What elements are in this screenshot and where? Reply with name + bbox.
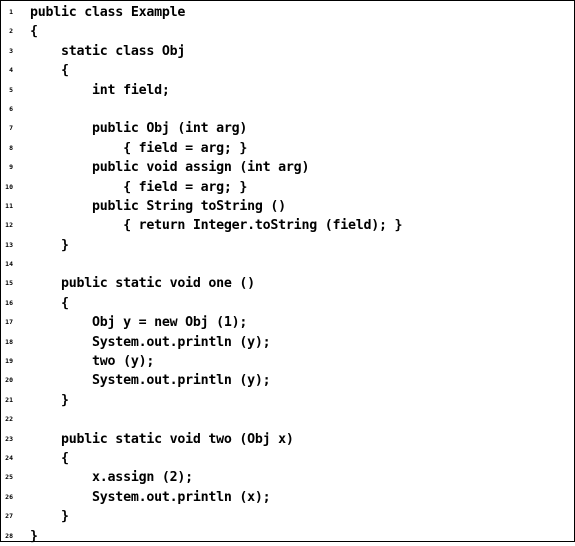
code-line: 3 static class Obj: [1, 42, 574, 61]
code-line: 10 { field = arg; }: [1, 178, 574, 197]
code-text: { field = arg; }: [30, 140, 248, 156]
code-text: System.out.println (x);: [30, 489, 271, 505]
code-line: 6: [1, 100, 574, 119]
code-line: 20 System.out.println (y);: [1, 371, 574, 390]
code-text: System.out.println (y);: [30, 334, 271, 350]
line-number: 8: [9, 143, 13, 152]
line-number: 2: [9, 27, 13, 36]
line-number: 13: [5, 240, 13, 249]
code-text: two (y);: [30, 354, 155, 370]
code-text: { field = arg; }: [30, 179, 248, 195]
code-line: 22: [1, 410, 574, 429]
code-line: 4 {: [1, 61, 574, 80]
line-number: 7: [9, 124, 13, 133]
line-number: 21: [5, 395, 13, 404]
code-line: 8 { field = arg; }: [1, 139, 574, 158]
code-text: }: [30, 528, 38, 544]
code-text: {: [30, 295, 69, 311]
line-number: 6: [9, 104, 13, 113]
code-text: static class Obj: [30, 43, 186, 59]
code-line: 19 two (y);: [1, 352, 574, 371]
line-number: 18: [5, 337, 13, 346]
line-number: 4: [9, 66, 13, 75]
code-text: { return Integer.toString (field); }: [30, 218, 403, 234]
code-text: }: [30, 509, 69, 525]
code-text: public String toString (): [30, 198, 286, 214]
code-text: {: [30, 450, 69, 466]
code-line: 9 public void assign (int arg): [1, 158, 574, 177]
line-number: 20: [5, 376, 13, 385]
code-line: 21 }: [1, 391, 574, 410]
code-line: 15 public static void one (): [1, 274, 574, 293]
code-line: 1 public class Example: [1, 3, 574, 22]
code-line: 7 public Obj (int arg): [1, 119, 574, 138]
code-text: x.assign (2);: [30, 470, 193, 486]
code-text: public Obj (int arg): [30, 121, 248, 137]
line-number: 25: [5, 473, 13, 482]
code-text: System.out.println (y);: [30, 373, 271, 389]
code-line: 27 }: [1, 507, 574, 526]
code-line: 11 public String toString (): [1, 197, 574, 216]
code-line: 25 x.assign (2);: [1, 468, 574, 487]
code-line: 28}: [1, 527, 574, 546]
code-line: 18 System.out.println (y);: [1, 333, 574, 352]
code-line: 23 public static void two (Obj x): [1, 430, 574, 449]
code-text: }: [30, 392, 69, 408]
code-text: public static void one (): [30, 276, 255, 292]
code-line: 2{: [1, 22, 574, 41]
code-text: public void assign (int arg): [30, 160, 310, 176]
line-number: 27: [5, 512, 13, 521]
line-number: 16: [5, 298, 13, 307]
line-number: 3: [9, 46, 13, 55]
code-line: 16 {: [1, 294, 574, 313]
code-text: int field;: [30, 82, 170, 98]
line-number: 10: [5, 182, 13, 191]
code-line: 14: [1, 255, 574, 274]
line-number: 5: [9, 85, 13, 94]
code-text: {: [30, 63, 69, 79]
line-number: 11: [5, 201, 13, 210]
code-text: public static void two (Obj x): [30, 431, 294, 447]
line-number: 14: [5, 260, 13, 269]
code-line: 13 }: [1, 236, 574, 255]
line-number: 17: [5, 318, 13, 327]
code-text: public class Example: [30, 5, 186, 20]
line-number: 9: [9, 163, 13, 172]
line-number: 15: [5, 279, 13, 288]
code-line: 5 int field;: [1, 81, 574, 100]
line-number: 23: [5, 434, 13, 443]
code-line: 24 {: [1, 449, 574, 468]
line-number: 28: [5, 531, 13, 540]
line-number: 19: [5, 357, 13, 366]
code-line: 17 Obj y = new Obj (1);: [1, 313, 574, 332]
code-line: 12 { return Integer.toString (field); }: [1, 216, 574, 235]
code-line: 26 System.out.println (x);: [1, 488, 574, 507]
code-text: Obj y = new Obj (1);: [30, 315, 248, 331]
code-text: {: [30, 24, 38, 40]
line-number: 24: [5, 453, 13, 462]
line-number: 1: [9, 8, 13, 16]
line-number: 22: [5, 415, 13, 424]
line-number: 12: [5, 221, 13, 230]
code-text: }: [30, 237, 69, 253]
line-number: 26: [5, 492, 13, 501]
